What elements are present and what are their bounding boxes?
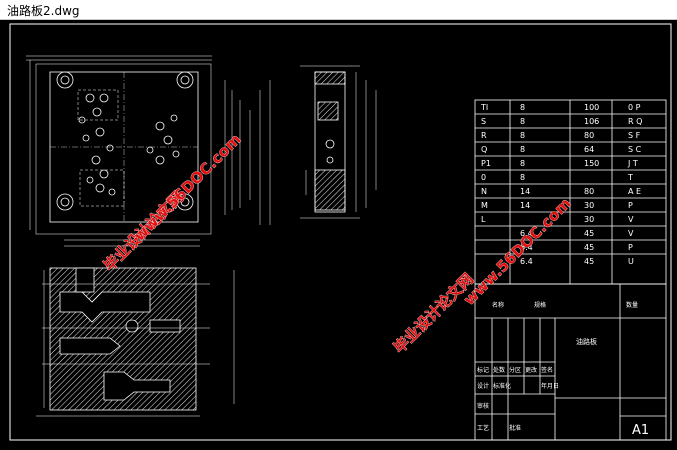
- watermark-url-text-1: www.56DOC.com: [130, 130, 244, 244]
- table-cell: M: [481, 201, 488, 210]
- title-block-text: 名称 规格 数量 油路板 A1 标记 处数 分区 更改 签名 年月日 设计 标准…: [477, 301, 649, 438]
- table-cell: 8: [520, 159, 525, 168]
- table-cell: A E: [628, 187, 641, 196]
- tb-label-review: 审核: [477, 402, 489, 410]
- header-label-name: 名称: [492, 301, 504, 309]
- table-cell: 45: [584, 243, 594, 252]
- table-cell: 80: [584, 187, 594, 196]
- tb-label-approve: 批准: [509, 424, 521, 432]
- table-cell: 106: [584, 117, 599, 126]
- table-cell: 8: [520, 131, 525, 140]
- watermark-url-2: www.56DOC.com: [460, 194, 575, 309]
- table-cell: 0 P: [628, 103, 641, 112]
- table-cell: 64: [584, 145, 594, 154]
- top-view: [26, 55, 271, 247]
- title-block: [474, 283, 667, 441]
- table-cell: 8: [520, 173, 525, 182]
- table-cell: R: [481, 131, 487, 140]
- table-cell: 30: [584, 215, 594, 224]
- table-cell: S F: [628, 131, 641, 140]
- watermark-url-1: www.56DOC.com: [130, 130, 245, 245]
- table-cell: 0: [481, 173, 486, 182]
- watermark-url-text-2: www.56DOC.com: [460, 194, 574, 308]
- table-cell: R Q: [628, 117, 642, 126]
- section-view: [36, 267, 235, 417]
- watermark-text-2: 毕业设计论文网: [390, 270, 477, 357]
- table-cell: V: [628, 215, 634, 224]
- table-cell: 45: [584, 229, 594, 238]
- table-cell: 30: [584, 201, 594, 210]
- side-view: [300, 65, 377, 219]
- tb-label-zone: 分区: [509, 366, 521, 374]
- table-cell: N: [481, 187, 487, 196]
- header-label-qty: 数量: [626, 301, 638, 309]
- part-name: 油路板: [576, 337, 597, 346]
- tb-label-sign: 签名: [541, 366, 553, 374]
- table-cell: 6.4: [520, 229, 533, 238]
- table-cell: J T: [627, 159, 638, 168]
- table-cell: 45: [584, 257, 594, 266]
- tb-label-process: 工艺: [477, 424, 489, 432]
- table-cell: TI: [480, 103, 488, 112]
- table-cell: U: [628, 257, 634, 266]
- header-label-spec: 规格: [534, 301, 546, 309]
- table-cell: P: [628, 243, 633, 252]
- window-title: 油路板2.dwg: [7, 4, 80, 18]
- table-cell: 6.4: [520, 257, 533, 266]
- table-cell: P1: [481, 159, 491, 168]
- table-cell: V: [628, 229, 634, 238]
- table-cell: 6.4: [520, 243, 533, 252]
- table-cell: 150: [584, 159, 599, 168]
- tb-label-change: 更改: [525, 366, 537, 374]
- drawing-frame: [9, 23, 672, 441]
- table-cell: T: [627, 173, 633, 182]
- tb-label-design: 设计: [477, 382, 489, 390]
- watermark-2: 毕业设计论文网: [390, 270, 478, 358]
- table-cell: P: [628, 201, 633, 210]
- table-cell: 8: [520, 103, 525, 112]
- table-cell: 80: [584, 131, 594, 140]
- table-cell: L: [481, 215, 486, 224]
- table-cell: 8: [520, 117, 525, 126]
- table-cell: S C: [628, 145, 642, 154]
- tb-label-standard: 标准化: [493, 382, 511, 390]
- tb-label-count: 处数: [493, 366, 505, 374]
- tb-label-mark: 标记: [477, 366, 489, 374]
- table-cell: 14: [520, 187, 530, 196]
- sheet-size: A1: [632, 423, 649, 438]
- table-cell: S: [481, 117, 486, 126]
- table-cell: 8: [520, 145, 525, 154]
- table-cell: Q: [481, 145, 487, 154]
- window-titlebar: 油路板2.dwg: [0, 0, 677, 20]
- table-cell: 14: [520, 201, 530, 210]
- tb-label-date: 年月日: [541, 382, 559, 390]
- table-cell: 100: [584, 103, 599, 112]
